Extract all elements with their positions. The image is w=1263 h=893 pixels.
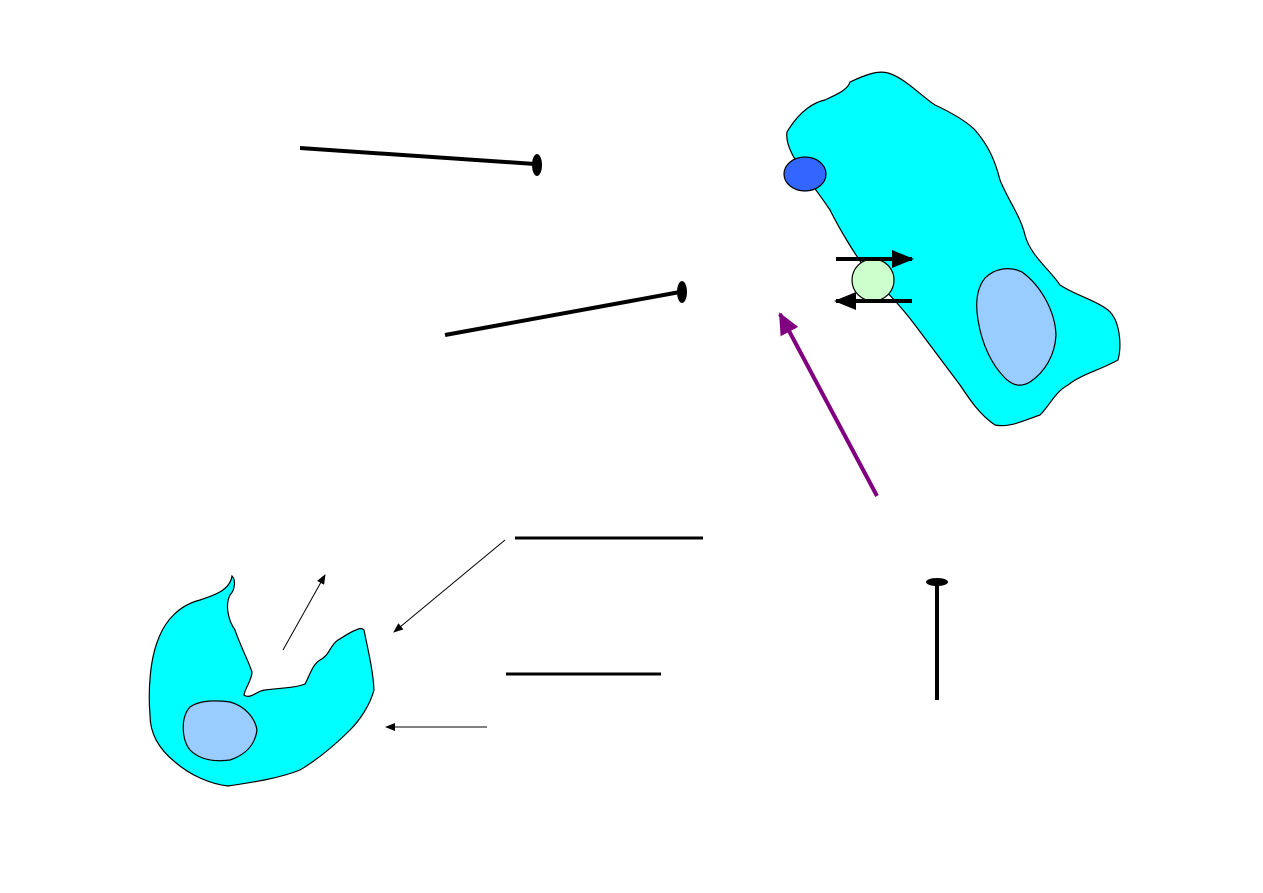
large-cell-body — [786, 71, 1121, 427]
release-arrow — [282, 574, 326, 651]
inhibitor-line-3 — [926, 578, 948, 700]
small-cell — [148, 574, 375, 787]
surface-granule — [783, 156, 827, 192]
inhibitor-end-3 — [926, 578, 948, 586]
small-cell-nucleus — [182, 700, 258, 762]
large-cell-nucleus — [976, 268, 1057, 386]
stimulus-arrow — [778, 312, 879, 497]
inhibitor-end-1 — [532, 154, 542, 176]
transport-channel — [851, 258, 895, 302]
inhibitor-line-1 — [299, 146, 542, 176]
inhibitor-line-2 — [444, 281, 687, 337]
inhibitor-end-2 — [677, 281, 687, 303]
large-cell — [783, 71, 1121, 427]
incoming-arrow-diagonal — [393, 539, 506, 633]
small-cell-body — [148, 574, 375, 787]
